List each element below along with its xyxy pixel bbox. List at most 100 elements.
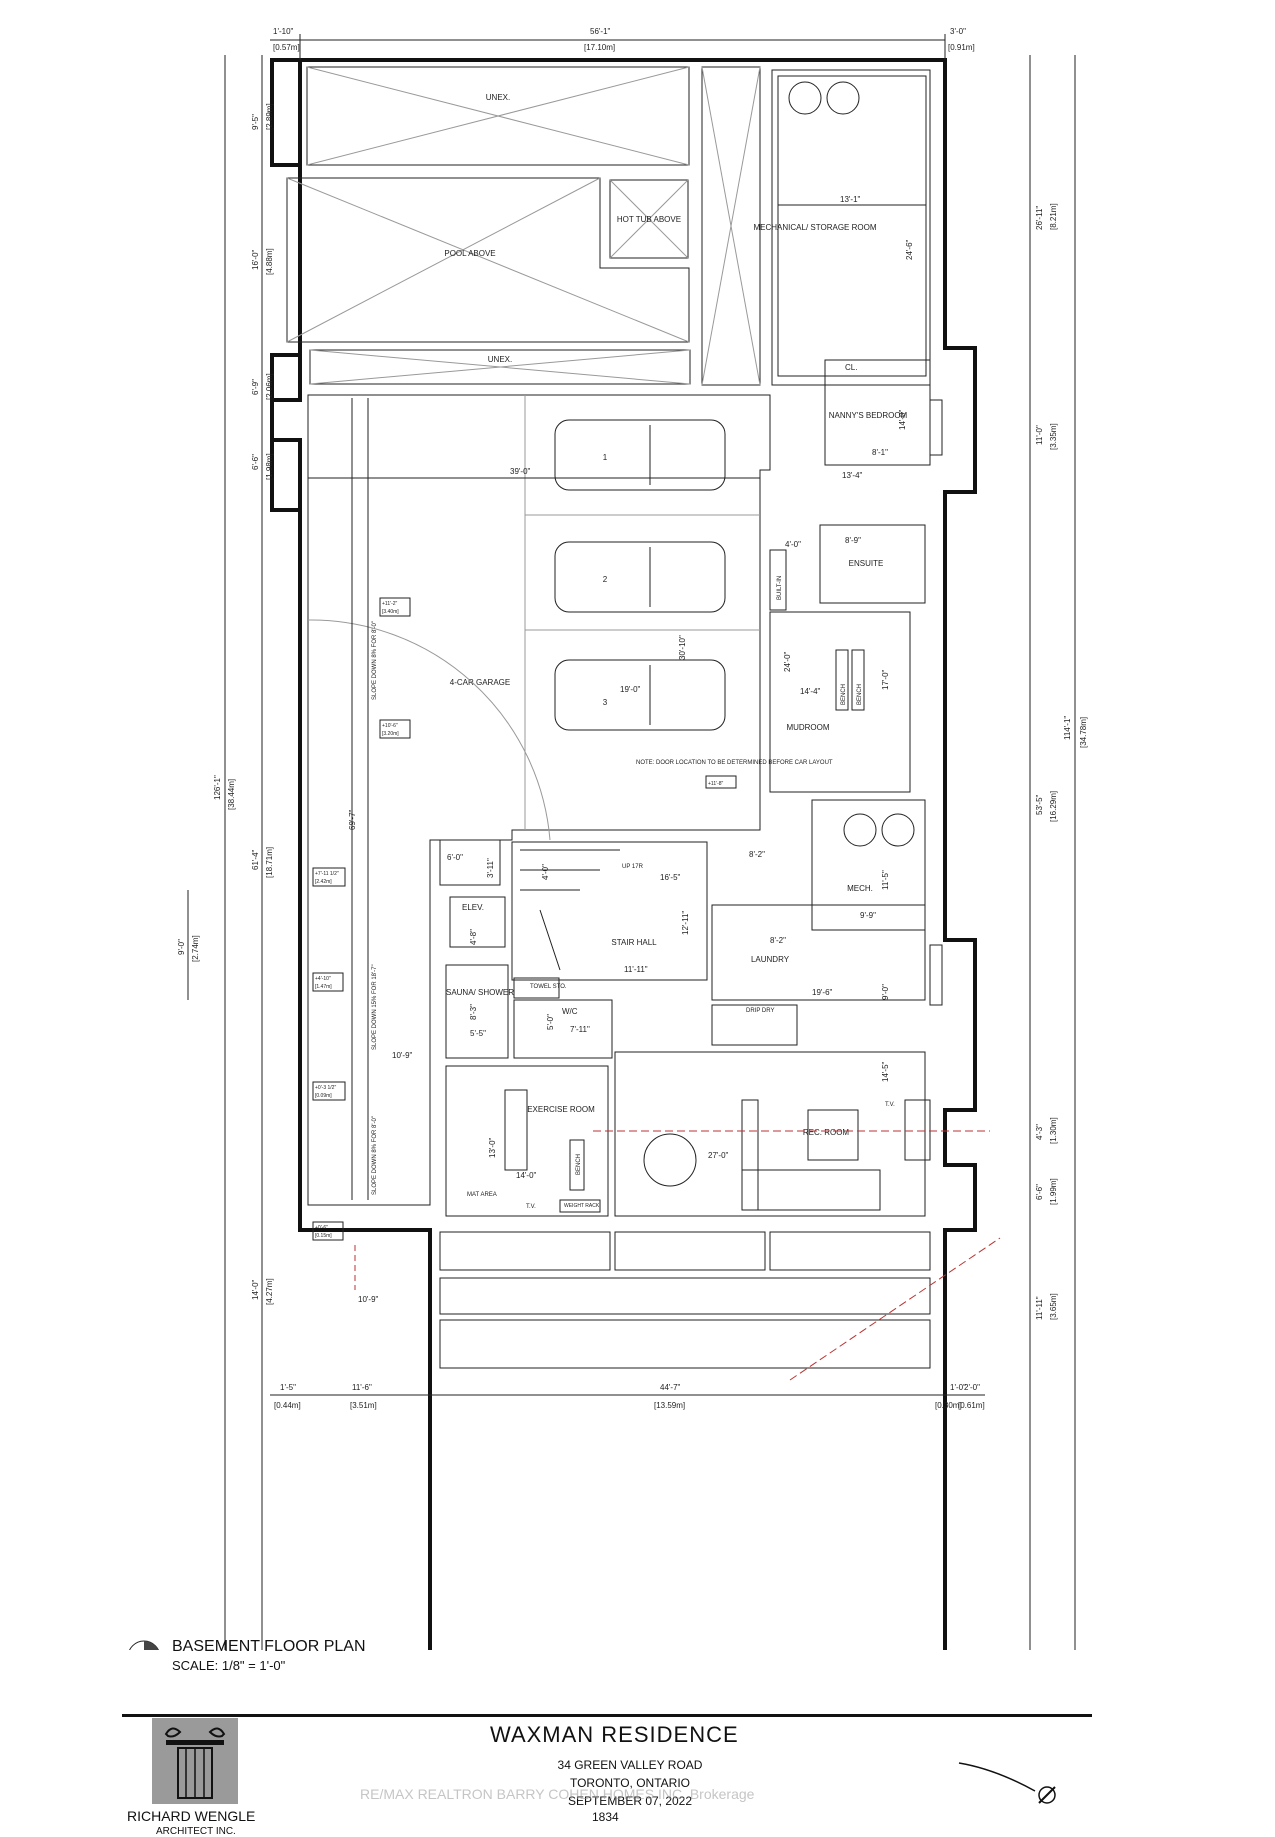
- dim-nanny-w: 8'-1": [872, 448, 888, 457]
- unex-area-top: [306, 66, 690, 166]
- north-arrow-icon: [958, 1762, 1056, 1804]
- garage-label: 4-CAR GARAGE: [450, 678, 510, 687]
- mat-label: MAT AREA: [467, 1192, 497, 1198]
- unex-area-mid: [309, 349, 691, 385]
- pool-label: POOL ABOVE: [444, 249, 495, 258]
- dim-top-total-m: [17.10m]: [584, 43, 615, 52]
- dim-top-w1: 1'-10": [273, 27, 294, 36]
- dim-stair-c: 12'-11": [681, 911, 690, 935]
- firm-logo: [152, 1718, 238, 1804]
- dim-top-w1m: [0.57m]: [273, 43, 300, 52]
- dim-right-total: 114'-1": [1063, 716, 1072, 740]
- weight-rack: [559, 1199, 601, 1213]
- hot-tub-label: HOT TUB ABOVE: [617, 215, 681, 224]
- dim-right-d: 4'-3": [1035, 1124, 1044, 1140]
- mech-label: MECH.: [847, 884, 873, 893]
- dim-mud-h2: 24'-0": [783, 651, 792, 672]
- dim-ens-b: 8'-9": [845, 536, 861, 545]
- dim-left-total: 126'-1": [213, 775, 222, 800]
- wc: [513, 999, 613, 1059]
- garage-note: NOTE: DOOR LOCATION TO BE DETERMINED BEF…: [636, 760, 833, 766]
- weight-label: WEIGHT RACK: [564, 1203, 600, 1209]
- dim-bot-a: 1'-5": [280, 1383, 296, 1392]
- dim-ramp-l: 69'-7": [348, 809, 357, 830]
- bench-1-label: BENCH: [841, 684, 847, 705]
- title-block-rule: [122, 1714, 1092, 1717]
- dim-elev-w: 6'-0": [447, 853, 463, 862]
- section-line-2: [789, 1237, 1001, 1381]
- dim-bot-dm: [0.61m]: [958, 1401, 985, 1410]
- svg-text:[3.40m]: [3.40m]: [382, 609, 399, 615]
- dim-stair-b: 4'-0": [541, 864, 550, 880]
- mech-room-2: [811, 799, 926, 931]
- dim-left-am: [2.89m]: [265, 103, 274, 130]
- unex-strip-5: [439, 1319, 931, 1369]
- towel-label: TOWEL STO.: [530, 984, 567, 990]
- dim-right-total-m: [34.78m]: [1079, 717, 1088, 748]
- svg-text:+7'-11 1/2": +7'-11 1/2": [315, 871, 339, 877]
- mudroom: [769, 611, 911, 793]
- dim-right-em: [1.99m]: [1049, 1178, 1058, 1205]
- svg-text:[0.15m]: [0.15m]: [315, 1233, 332, 1239]
- ensuite: [819, 524, 926, 604]
- exterior-wall-left-notch-3: [270, 438, 300, 512]
- rec-label: REC. ROOM: [803, 1128, 850, 1137]
- tv-1-label: T.V.: [526, 1204, 536, 1210]
- dim-bot-d: 2'-0": [964, 1383, 980, 1392]
- car-3: 3: [554, 659, 726, 731]
- dim-mech-h: 24'-6": [905, 239, 914, 260]
- dim-sauna-b: 5'-5": [470, 1029, 486, 1038]
- firm-suffix: ARCHITECT INC.: [156, 1826, 236, 1837]
- slope-1: SLOPE DOWN 8% FOR 8'-0": [372, 621, 378, 700]
- garage-area: [307, 394, 771, 1206]
- dim-rec-h: 14'-5": [881, 1061, 890, 1082]
- elevator: [449, 896, 506, 948]
- dim-left-d: 6'-6": [251, 454, 260, 470]
- exterior-wall: [270, 58, 977, 1650]
- tank-2: [826, 81, 860, 115]
- closet-label: CL.: [845, 363, 857, 372]
- dim-left-g: 14'-0": [251, 1279, 260, 1300]
- wc-label: W/C: [562, 1007, 578, 1016]
- exterior-wall-left-notch: [270, 58, 300, 167]
- mudroom-label: MUDROOM: [786, 723, 829, 732]
- svg-text:+0'-3 1/2": +0'-3 1/2": [315, 1085, 336, 1091]
- dim-right-b: 11'-0": [1035, 425, 1044, 445]
- tv-2-label: T.V.: [885, 1102, 895, 1108]
- elevation-tag-6: +0'-3 1/2" [0.09m]: [312, 1081, 346, 1101]
- plan-scale: SCALE: 1/8" = 1'-0": [172, 1658, 286, 1673]
- built-in-label: BUILT-IN: [777, 576, 783, 600]
- svg-text:+10'-6": +10'-6": [382, 723, 398, 729]
- dim-left-a: 9'-5": [251, 114, 260, 130]
- stair-hall-label: STAIR HALL: [611, 938, 657, 947]
- dim-right-am: [8.21m]: [1049, 203, 1058, 230]
- dim-left-em: [18.71m]: [265, 847, 274, 878]
- sofa-left: [741, 1099, 759, 1211]
- treadmill: [504, 1089, 528, 1171]
- dim-laundry-a: 8'-2": [770, 936, 786, 945]
- elevation-tag-1: +11'-2"[3.40m]: [379, 597, 411, 617]
- dim-mech2-c: 9'-9": [860, 911, 876, 920]
- mechanical-label: MECHANICAL/ STORAGE ROOM: [754, 223, 877, 232]
- dim-right-dm: [1.30m]: [1049, 1117, 1058, 1144]
- dim-bot-am: [0.44m]: [274, 1401, 301, 1410]
- unex-strip-2: [614, 1231, 766, 1271]
- dim-left-fm: [2.74m]: [191, 935, 200, 962]
- dim-ex-w: 14'-0": [516, 1171, 537, 1180]
- stair-hall: [511, 841, 708, 981]
- svg-text:[0.09m]: [0.09m]: [315, 1093, 332, 1099]
- drip-dry-label: DRIP DRY: [746, 1008, 774, 1014]
- sofa-bottom: [741, 1169, 881, 1211]
- car-1: 1: [554, 419, 726, 491]
- dim-mech-w: 13'-1": [840, 195, 861, 204]
- svg-text:+11'-8": +11'-8": [708, 781, 724, 787]
- nanny-label: NANNY'S BEDROOM: [829, 411, 908, 420]
- hot-tub-area: [609, 179, 689, 259]
- dim-wc-b: 7'-11": [570, 1025, 590, 1034]
- dim-mud-w: 14'-4": [800, 687, 821, 696]
- dim-right-a: 26'-11": [1035, 206, 1044, 230]
- section-marker-fill: [144, 1641, 159, 1650]
- nanny-window: [929, 399, 943, 456]
- ensuite-label: ENSUITE: [849, 559, 884, 568]
- stair-up-label: UP 17R: [622, 864, 644, 870]
